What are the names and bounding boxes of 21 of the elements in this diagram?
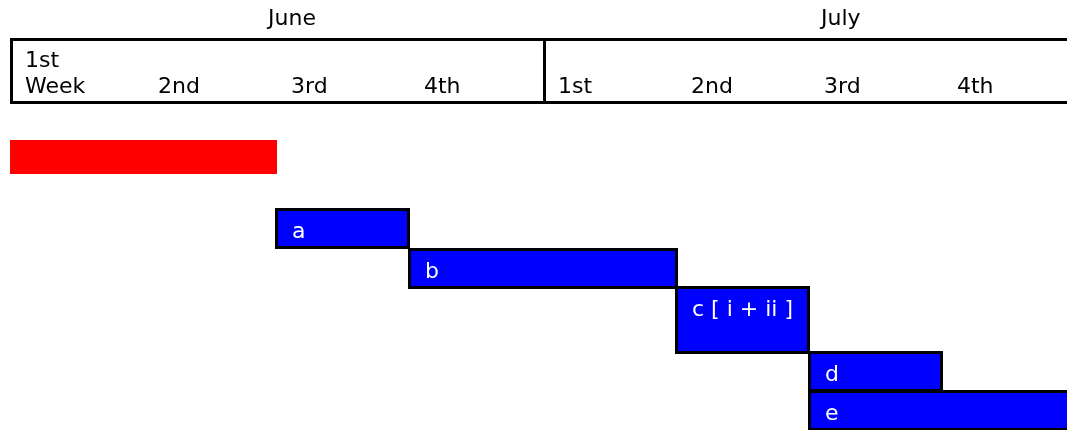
gantt-bar — [10, 140, 277, 174]
task-bar — [808, 390, 1067, 430]
task-bar — [408, 248, 678, 289]
task-label: b — [425, 257, 439, 285]
week-label: 4th — [424, 73, 461, 99]
task-bar — [808, 351, 943, 392]
month-label: July — [821, 5, 861, 30]
task-bar — [275, 208, 410, 249]
task-label: d — [825, 360, 839, 388]
week-label: 3rd — [291, 73, 328, 99]
week-label: 1st Week — [25, 47, 87, 99]
task-label: a — [292, 217, 306, 245]
month-label: June — [268, 5, 316, 30]
week-label: 2nd — [158, 73, 200, 99]
task-bar — [675, 286, 810, 354]
task-label: e — [825, 399, 839, 427]
week-label: 3rd — [824, 73, 861, 99]
week-label: 2nd — [691, 73, 733, 99]
week-label: 4th — [957, 73, 994, 99]
task-label: c [ i + ii ] — [692, 295, 793, 323]
week-label: 1st — [558, 73, 593, 99]
